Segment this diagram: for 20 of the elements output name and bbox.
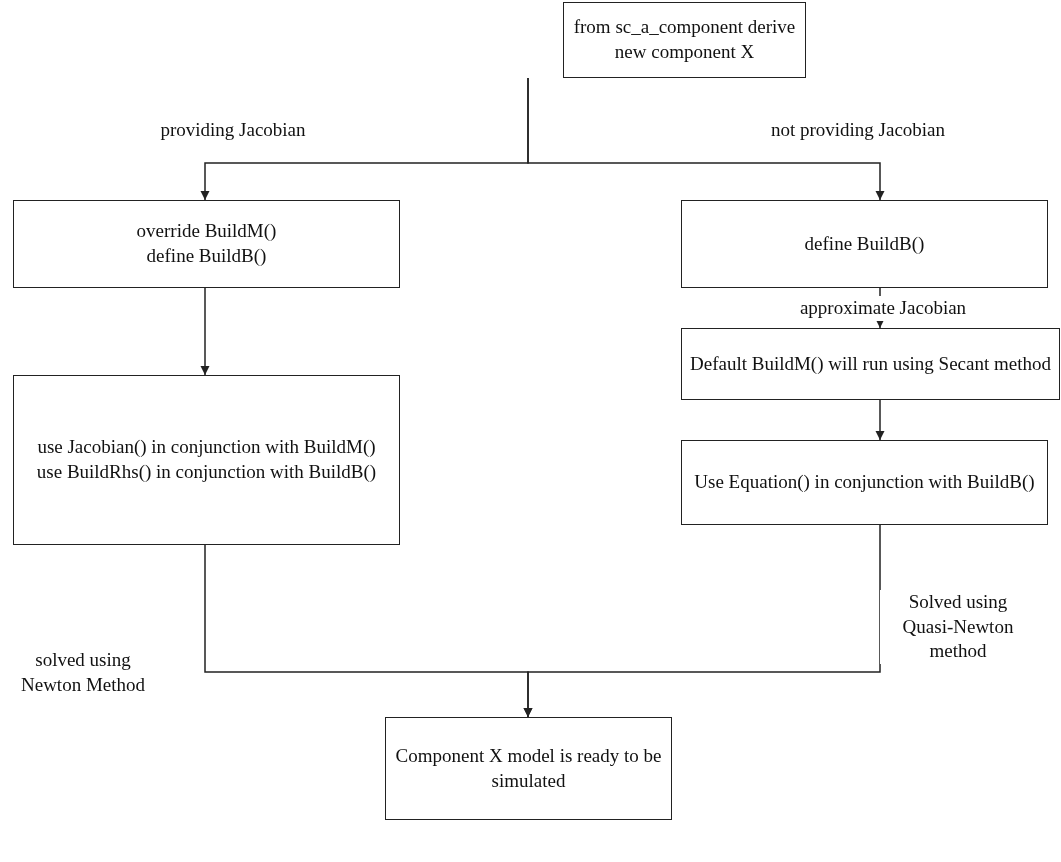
box-text: use Jacobian() in conjunction with BuildM() bbox=[37, 435, 376, 460]
arrow bbox=[527, 77, 885, 201]
box-text: override BuildM() bbox=[136, 219, 277, 244]
arrow bbox=[200, 287, 210, 376]
box-text: Default BuildM() will run using Secant method bbox=[690, 351, 1051, 376]
box-text: Use Equation() in conjunction with BuildB() bbox=[694, 470, 1035, 495]
arrow bbox=[523, 524, 881, 718]
process-box bbox=[681, 440, 1048, 525]
process-box bbox=[13, 375, 400, 545]
process-box bbox=[681, 328, 1060, 400]
process-box bbox=[681, 200, 1048, 288]
box-text: define BuildB() bbox=[146, 244, 267, 268]
box-text: use BuildRhs() in conjunction with BuildB() bbox=[36, 460, 377, 484]
box-text: from sc_a_component derive new component X bbox=[572, 15, 797, 64]
process-box bbox=[13, 200, 400, 288]
box-text: Component X model is ready to be simulated bbox=[394, 743, 663, 793]
process-box bbox=[385, 717, 672, 820]
arrow bbox=[875, 399, 885, 441]
process-box bbox=[563, 2, 806, 78]
box-text: define BuildB() bbox=[804, 231, 925, 256]
